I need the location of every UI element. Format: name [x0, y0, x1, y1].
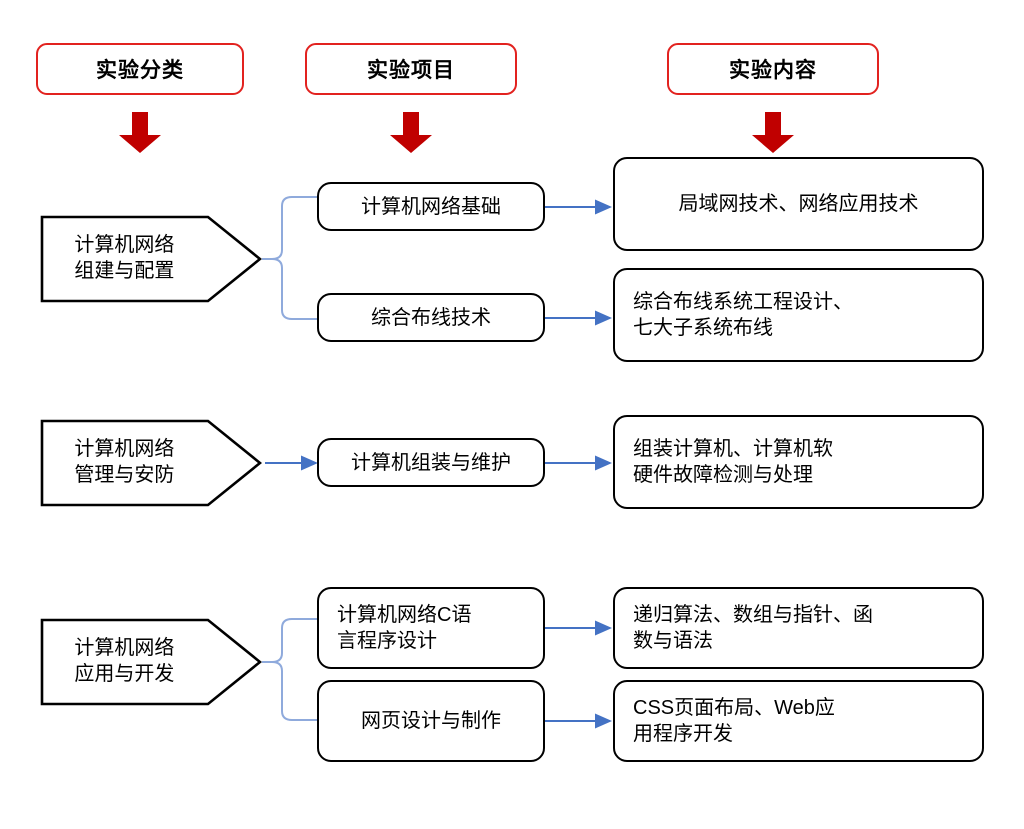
project-box-network-basics[interactable]: 计算机网络基础 — [317, 182, 545, 231]
project-box-text: 计算机网络C语 言程序设计 — [319, 602, 543, 654]
category-line-2: 管理与安防 — [74, 464, 175, 486]
header-pill-project[interactable]: 实验项目 — [305, 43, 517, 95]
content-line-2: 数与语法 — [633, 630, 713, 652]
red-down-arrow-icon-project — [388, 112, 434, 159]
project-box-text: 综合布线技术 — [319, 305, 543, 331]
project-box-structured-cabling[interactable]: 综合布线技术 — [317, 293, 545, 342]
arrows-row-1 — [545, 199, 613, 326]
project-line-1: 综合布线技术 — [371, 306, 491, 329]
content-box-cabling-design[interactable]: 综合布线系统工程设计、 七大子系统布线 — [613, 268, 984, 362]
category-chevron-network-manage[interactable]: 计算机网络 管理与安防 — [40, 419, 262, 507]
category-chevron-label-network-app: 计算机网络 应用与开发 — [40, 618, 209, 706]
content-line-1: CSS页面布局、Web应 — [633, 697, 835, 719]
category-line-2: 应用与开发 — [74, 663, 175, 685]
project-line-1: 计算机组装与维护 — [351, 451, 511, 474]
category-chevron-network-build[interactable]: 计算机网络 组建与配置 — [40, 215, 262, 303]
project-box-text: 网页设计与制作 — [319, 708, 543, 734]
category-chevron-label-network-manage: 计算机网络 管理与安防 — [40, 419, 209, 507]
project-line-1: 计算机网络基础 — [361, 195, 501, 218]
project-box-text: 计算机组装与维护 — [319, 450, 543, 476]
bracket-row-1 — [262, 196, 317, 320]
project-box-text: 计算机网络基础 — [319, 194, 543, 220]
project-line-1: 网页设计与制作 — [361, 710, 501, 732]
project-box-c-language[interactable]: 计算机网络C语 言程序设计 — [317, 587, 545, 669]
content-line-2: 硬件故障检测与处理 — [633, 464, 813, 486]
project-box-computer-assembly[interactable]: 计算机组装与维护 — [317, 438, 545, 487]
category-line-1: 计算机网络 — [74, 438, 175, 461]
header-pill-classification[interactable]: 实验分类 — [36, 43, 244, 95]
header-pill-content[interactable]: 实验内容 — [667, 43, 879, 95]
category-chevron-network-app[interactable]: 计算机网络 应用与开发 — [40, 618, 262, 706]
content-box-css-web[interactable]: CSS页面布局、Web应 用程序开发 — [613, 680, 984, 762]
project-line-1: 计算机网络C语 — [337, 604, 472, 626]
category-line-1: 计算机网络 — [74, 234, 175, 257]
content-box-text: 递归算法、数组与指针、函 数与语法 — [615, 602, 982, 654]
content-box-algorithms[interactable]: 递归算法、数组与指针、函 数与语法 — [613, 587, 984, 669]
category-line-2: 组建与配置 — [74, 260, 175, 282]
content-line-1: 综合布线系统工程设计、 — [633, 291, 853, 313]
red-down-arrow-icon-classification — [117, 112, 163, 159]
bracket-row-3 — [262, 618, 317, 721]
content-box-text: 局域网技术、网络应用技术 — [615, 191, 982, 217]
category-chevron-label-network-build: 计算机网络 组建与配置 — [40, 215, 209, 303]
content-line-1: 局域网技术、网络应用技术 — [678, 193, 919, 215]
content-line-1: 递归算法、数组与指针、函 — [633, 604, 873, 626]
content-box-text: 综合布线系统工程设计、 七大子系统布线 — [615, 289, 982, 341]
content-box-assembly-fault[interactable]: 组装计算机、计算机软 硬件故障检测与处理 — [613, 415, 984, 509]
project-box-web-design[interactable]: 网页设计与制作 — [317, 680, 545, 762]
category-line-1: 计算机网络 — [74, 637, 175, 660]
arrows-row-3 — [545, 620, 613, 729]
content-line-2: 用程序开发 — [633, 723, 733, 745]
project-line-2: 言程序设计 — [337, 630, 437, 652]
content-line-1: 组装计算机、计算机软 — [633, 438, 833, 460]
content-box-text: CSS页面布局、Web应 用程序开发 — [615, 695, 982, 747]
red-down-arrow-icon-content — [750, 112, 796, 159]
content-line-2: 七大子系统布线 — [633, 317, 773, 339]
content-box-lan-tech[interactable]: 局域网技术、网络应用技术 — [613, 157, 984, 251]
content-box-text: 组装计算机、计算机软 硬件故障检测与处理 — [615, 436, 982, 488]
